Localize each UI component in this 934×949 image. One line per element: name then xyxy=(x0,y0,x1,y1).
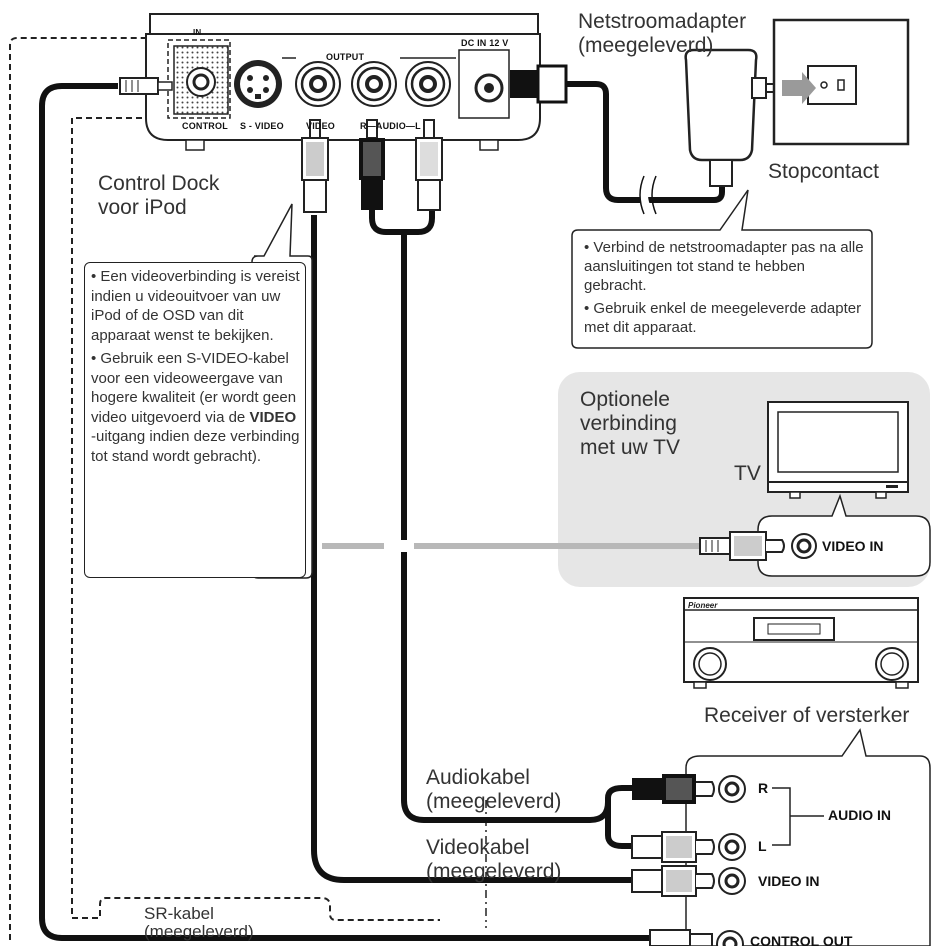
dock-name-line1: Control Dock xyxy=(98,172,220,195)
tv-video-in-label: VIDEO IN xyxy=(822,538,884,554)
sr-cable-inner-dashed xyxy=(71,117,440,921)
sr-cable-solid xyxy=(39,83,650,941)
outlet-label: Stopcontact xyxy=(768,160,879,183)
receiver-brand: Pioneer xyxy=(688,601,718,610)
adapter-note-2: • Gebruik enkel de meegeleverde adapter … xyxy=(584,300,862,336)
dock-in-badge: IN xyxy=(193,28,202,37)
tv-optional-line1: Optionele xyxy=(580,388,670,411)
tv-optional-line2: verbinding xyxy=(580,412,677,435)
power-adapter xyxy=(684,48,778,187)
dc-plug xyxy=(510,64,568,104)
tv-cable-gap xyxy=(384,540,414,552)
audio-cable-split xyxy=(605,802,632,849)
receiver-audio-l-plug xyxy=(631,831,715,863)
receiver-port-l-label: L xyxy=(758,838,767,854)
mini-plug xyxy=(119,77,173,95)
audio-in-bracket xyxy=(772,787,824,846)
video-note-2-bold: VIDEO xyxy=(249,408,297,426)
tv-video-in-jack xyxy=(791,533,817,559)
receiver-port-r-label: R xyxy=(758,780,769,796)
receiver-device xyxy=(683,597,919,689)
adapter-notes: • Verbind de netstroomadapter pas na all… xyxy=(584,238,866,341)
tv xyxy=(767,401,909,499)
adapter-note-bubble xyxy=(571,189,873,349)
audio-cable-label-line1: Audiokabel xyxy=(426,766,530,789)
video-note-1: • Een videoverbinding is vereist indien … xyxy=(91,268,300,344)
audio-cable-label-line2: (meegeleverd) xyxy=(426,790,562,813)
dock-port-svideo-label: S - VIDEO xyxy=(240,121,284,131)
rca-plugs xyxy=(301,119,443,213)
tv-optional-line3: met uw TV xyxy=(580,436,680,459)
sr-cable-label-line1: SR-kabel xyxy=(144,904,214,923)
plug-in-arrow xyxy=(782,72,816,104)
power-cable-break xyxy=(640,178,652,212)
video-cable xyxy=(311,215,632,883)
power-cable-break-mark xyxy=(639,175,657,215)
receiver-label: Receiver of versterker xyxy=(704,704,910,727)
video-note-2-pre: • Gebruik een S-VIDEO-kabel voor een vid… xyxy=(91,350,297,426)
receiver-video-plug xyxy=(631,865,715,897)
dock-port-audio-label: R—AUDIO—L xyxy=(360,121,421,131)
tv-video-plug xyxy=(699,531,785,561)
video-cable-label-line2: (meegeleverd) xyxy=(426,860,562,883)
adapter-label-line2: (meegeleverd) xyxy=(578,34,714,57)
adapter-label-line1: Netstroomadapter xyxy=(578,10,747,33)
receiver-audio-in-label: AUDIO IN xyxy=(828,807,891,823)
tv-label: TV xyxy=(734,462,761,485)
dock-port-control-label: CONTROL xyxy=(182,121,228,131)
video-note-2: • Gebruik een S-VIDEO-kabel voor een vid… xyxy=(91,349,301,466)
video-note-panel: • Een videoverbinding is vereist indien … xyxy=(84,262,306,578)
receiver-jack-bubble xyxy=(685,728,931,946)
receiver-control-plug xyxy=(649,929,713,946)
dock-port-video-label: VIDEO xyxy=(306,121,336,131)
receiver-video-in-label: VIDEO IN xyxy=(758,873,820,889)
adapter-note-1: • Verbind de netstroomadapter pas na all… xyxy=(584,239,864,294)
dock-body xyxy=(145,13,541,151)
dock-control-dashed-frame xyxy=(167,39,231,119)
power-cable xyxy=(560,81,725,203)
video-cable-label-line1: Videokabel xyxy=(426,836,530,859)
audio-cable xyxy=(401,232,632,823)
receiver-control-out-label: CONTROL OUT xyxy=(750,933,853,949)
dock-name-line2: voor iPod xyxy=(98,196,187,219)
dock-dcin-label: DC IN 12 V xyxy=(461,38,509,48)
receiver-audio-r-plug xyxy=(632,774,715,804)
video-note-2-post: -uitgang indien deze verbinding tot stan… xyxy=(91,428,300,465)
sr-cable-label-line2: (meegeleverd) xyxy=(144,922,254,941)
dock-output-label: OUTPUT xyxy=(326,52,365,62)
sr-cable-outer-dashed xyxy=(9,37,232,940)
receiver-jacks xyxy=(716,775,746,946)
